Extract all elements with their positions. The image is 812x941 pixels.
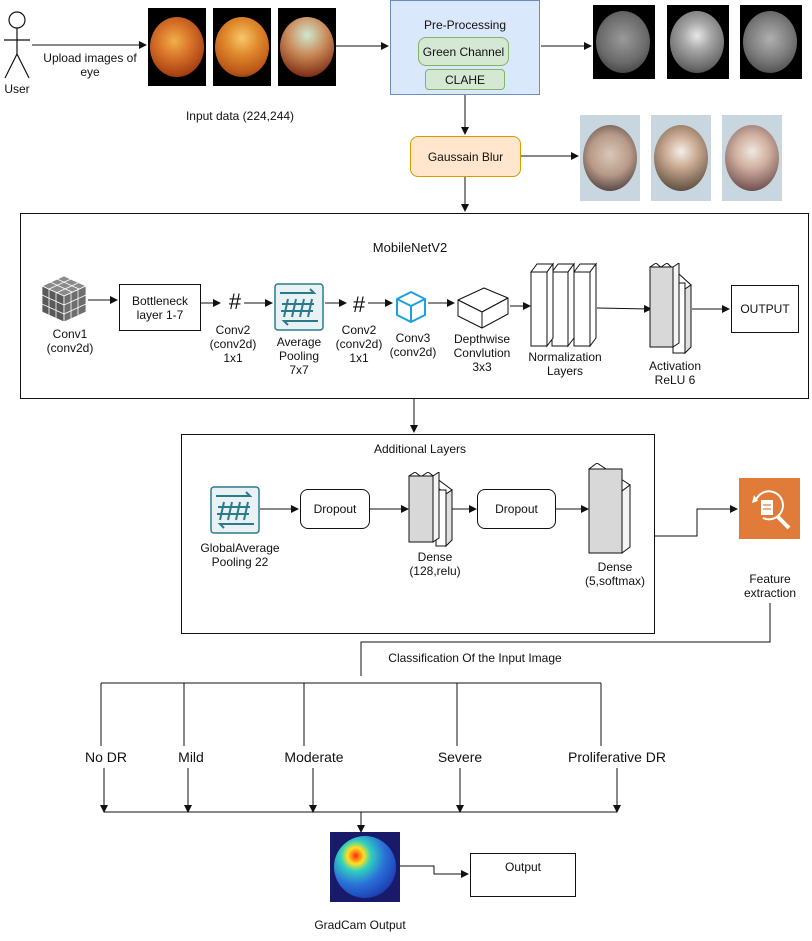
blur-image-1 — [580, 115, 640, 201]
global-pooling-icon — [210, 486, 260, 534]
preprocessing-title: Pre-Processing — [423, 18, 507, 32]
gap-label: GlobalAverage Pooling 22 — [200, 541, 280, 569]
class-mild: Mild — [168, 750, 214, 764]
dense2-icon — [588, 463, 631, 554]
fundus-image-2 — [213, 8, 271, 86]
mobilenet-output-box: OUTPUT — [731, 285, 799, 333]
user-icon — [4, 11, 30, 79]
preprocessing-box: Pre-Processing Green Channel CLAHE — [390, 0, 540, 95]
gray-image-1 — [593, 5, 655, 79]
conv2a-label: Conv2 (conv2d) 1x1 — [209, 323, 257, 365]
gradcam-image — [330, 832, 400, 902]
conv3-label: Conv3 (conv2d) — [389, 331, 437, 359]
dropout1-box: Dropout — [300, 489, 370, 529]
blur-image-3 — [722, 115, 782, 201]
hash-icon-2: # — [352, 292, 366, 317]
blur-image-2 — [651, 115, 711, 201]
class-moderate: Moderate — [278, 750, 350, 764]
mobilenet-title: MobileNetV2 — [372, 240, 448, 255]
clahe-box: CLAHE — [425, 69, 505, 90]
fundus-image-1 — [148, 8, 206, 86]
activation-layers-icon — [649, 263, 692, 355]
class-no-dr: No DR — [78, 750, 134, 764]
green-channel-box: Green Channel — [418, 37, 509, 66]
pooling-icon — [274, 283, 324, 331]
bottleneck-box: Bottleneck layer 1-7 — [119, 284, 201, 331]
user-label: User — [4, 82, 30, 96]
blue-cube-icon — [396, 291, 426, 323]
gaussian-blur-box: Gaussain Blur — [410, 136, 521, 177]
input-caption: Input data (224,244) — [185, 109, 295, 123]
mobilenet-container — [20, 213, 809, 399]
gray-image-2 — [667, 5, 729, 79]
feature-label: Feature extraction — [743, 572, 797, 600]
gradcam-label: GradCam Output — [314, 918, 406, 932]
dropout2-box: Dropout — [477, 489, 556, 529]
classification-title: Classification Of the Input Image — [388, 651, 562, 665]
depthwise-box-icon — [457, 287, 509, 329]
normalization-layers-icon — [530, 262, 597, 348]
conv1-label: Conv1 (conv2d) — [46, 327, 94, 355]
gray-image-3 — [740, 5, 802, 79]
upload-label: Upload images of eye — [43, 51, 137, 79]
cube-grid-icon — [41, 275, 87, 323]
class-severe: Severe — [430, 750, 490, 764]
additional-layers-container — [181, 434, 655, 634]
normalization-label: Normalization Layers — [528, 350, 602, 378]
class-proliferative-dr: Proliferative DR — [562, 750, 672, 764]
hash-icon: # — [228, 289, 242, 314]
activation-label: Activation ReLU 6 — [648, 359, 702, 387]
dense1-icon — [408, 472, 453, 548]
avgpool-label: Average Pooling 7x7 — [276, 335, 322, 377]
additional-title: Additional Layers — [373, 442, 467, 456]
final-output-box: Output — [470, 853, 576, 897]
conv2b-label: Conv2 (conv2d) 1x1 — [335, 323, 383, 365]
dense1-label: Dense (128,relu) — [409, 550, 461, 578]
fundus-image-3 — [278, 8, 336, 86]
dense2-label: Dense (5,softmax) — [584, 560, 645, 588]
feature-extraction-icon — [739, 478, 800, 539]
depthwise-label: Depthwise Convlution 3x3 — [453, 332, 511, 374]
